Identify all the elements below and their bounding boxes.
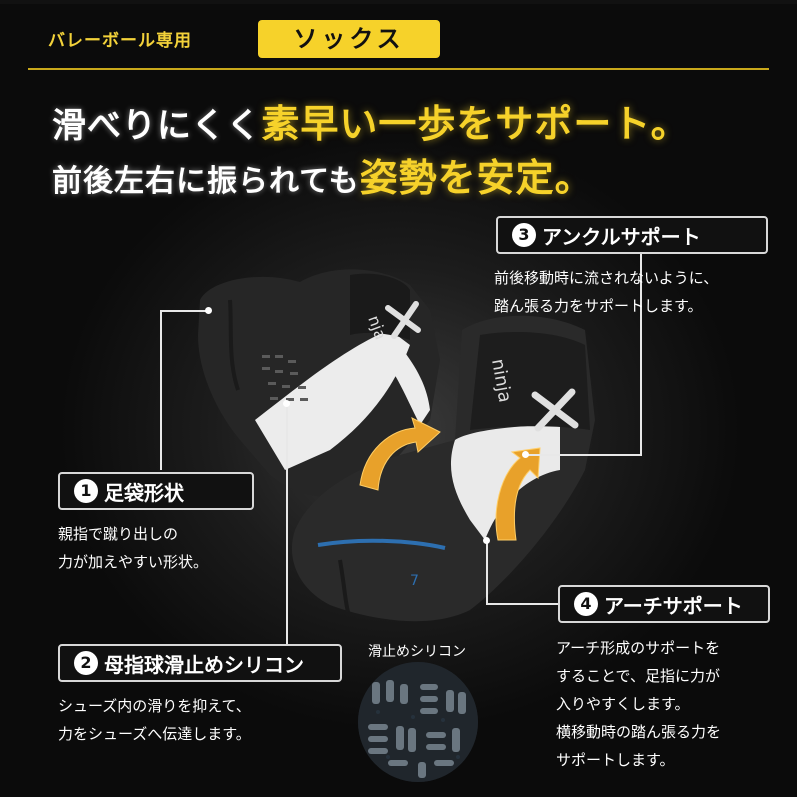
back-sock: nja — [198, 269, 440, 497]
feature-1-desc-line: 親指で蹴り出しの — [58, 525, 179, 543]
feature-3-desc-line: 踏ん張る力をサポートします。 — [494, 297, 703, 315]
silicon-caption: 滑止めシリコン — [368, 644, 466, 660]
number-badge-1: 1 — [74, 479, 98, 503]
callout-line-3-h — [526, 454, 642, 456]
callout-line-4-h — [486, 603, 558, 605]
feature-3-label: アンクルサポート — [542, 224, 701, 249]
silicon-closeup — [358, 662, 478, 782]
feature-2-desc-line: シューズ内の滑りを抑えて、 — [58, 697, 251, 715]
category-label: バレーボール専用 — [48, 31, 192, 51]
header-divider — [28, 68, 769, 70]
headline-line1-white: 滑べりにくく — [52, 106, 262, 146]
callout-dot-2 — [283, 400, 290, 407]
feature-4-desc-line: 入りやすくします。 — [556, 695, 690, 713]
headline-line2-white: 前後左右に振られても — [52, 164, 360, 199]
callout-line-2-v — [286, 404, 288, 644]
feature-4-desc-line: サポートします。 — [556, 751, 675, 769]
top-border — [0, 0, 797, 4]
svg-text:7: 7 — [410, 573, 419, 589]
headline-line2-highlight: 姿勢を安定。 — [359, 156, 594, 200]
headline-line1-highlight: 素早い一歩をサポート。 — [261, 102, 690, 146]
feature-3-desc: 前後移動時に流されないように、 踏ん張る力をサポートします。 — [494, 264, 718, 320]
feature-4-desc-line: アーチ形成のサポートを — [556, 639, 721, 657]
feature-2-label: 母指球滑止めシリコン — [104, 652, 304, 677]
up-arrow-icon — [495, 447, 541, 541]
callout-dot-4 — [483, 537, 490, 544]
headline-line1: 滑べりにくく素早い一歩をサポート。 — [52, 93, 690, 148]
feature-4-desc: アーチ形成のサポートを することで、足指に力が 入りやすくします。 横移動時の踏… — [556, 634, 721, 774]
number-badge-3: 3 — [512, 223, 536, 247]
silicon-texture — [358, 662, 478, 782]
callout-line-4-v — [486, 540, 488, 604]
number-badge-2: 2 — [74, 651, 98, 675]
product-badge: ソックス — [258, 20, 440, 58]
feature-4-desc-line: することで、足指に力が — [556, 667, 720, 685]
feature-2-desc-line: 力をシューズへ伝達します。 — [58, 725, 251, 743]
headline-line2: 前後左右に振られても姿勢を安定。 — [52, 147, 594, 202]
callout-line-1-v — [160, 310, 162, 470]
number-badge-4: 4 — [574, 592, 598, 616]
feature-4-desc-line: 横移動時の踏ん張る力を — [556, 723, 722, 741]
feature-1-desc-line: 力が加えやすい形状。 — [58, 553, 209, 571]
callout-line-1-h — [160, 310, 208, 312]
feature-1-label: 足袋形状 — [104, 480, 184, 505]
callout-dot-3 — [522, 451, 529, 458]
up-arrow-icon — [359, 417, 441, 491]
callout-dot-1 — [205, 307, 212, 314]
feature-4-label: アーチサポート — [604, 593, 743, 618]
feature-3-desc-line: 前後移動時に流されないように、 — [494, 269, 719, 287]
callout-line-3-v — [640, 254, 642, 454]
feature-2-desc: シューズ内の滑りを抑えて、 力をシューズへ伝達します。 — [58, 692, 251, 748]
feature-1-desc: 親指で蹴り出しの 力が加えやすい形状。 — [58, 520, 208, 576]
